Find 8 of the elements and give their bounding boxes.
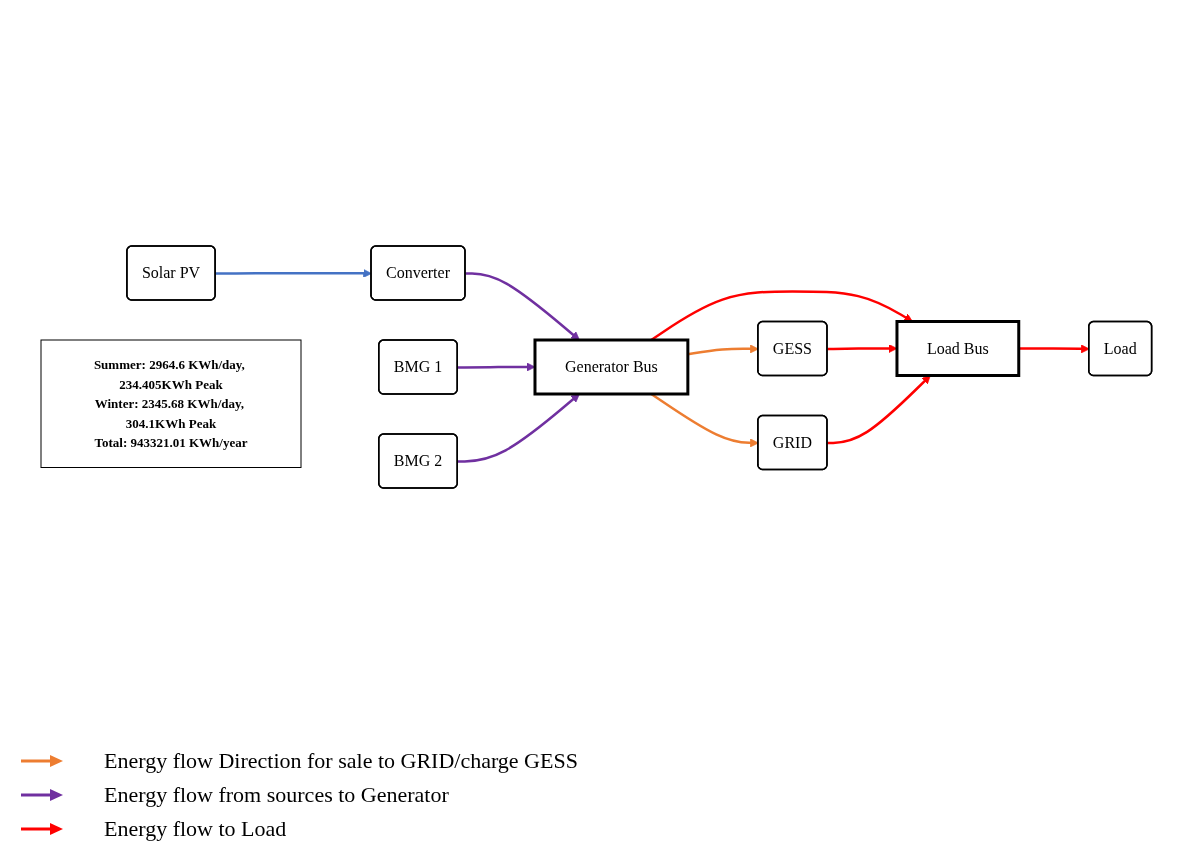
node-box: Generator Bus: [533, 338, 690, 396]
node-box: Load Bus: [895, 320, 1020, 377]
node-box: Summer: 2964.6 KWh/day, 234.405KWh Peak Winter: 2345.68 KWh/day, 304.1KWh Peak Total: 943321.01 KWh/year: [40, 339, 302, 468]
legend-text: Energy flow from sources to Generator: [104, 782, 449, 808]
legend-text: Energy flow Direction for sale to GRID/charge GESS: [104, 748, 578, 774]
legend-text: Energy flow to Load: [104, 816, 287, 842]
arrow: [465, 272, 580, 341]
arrow: [827, 375, 931, 445]
